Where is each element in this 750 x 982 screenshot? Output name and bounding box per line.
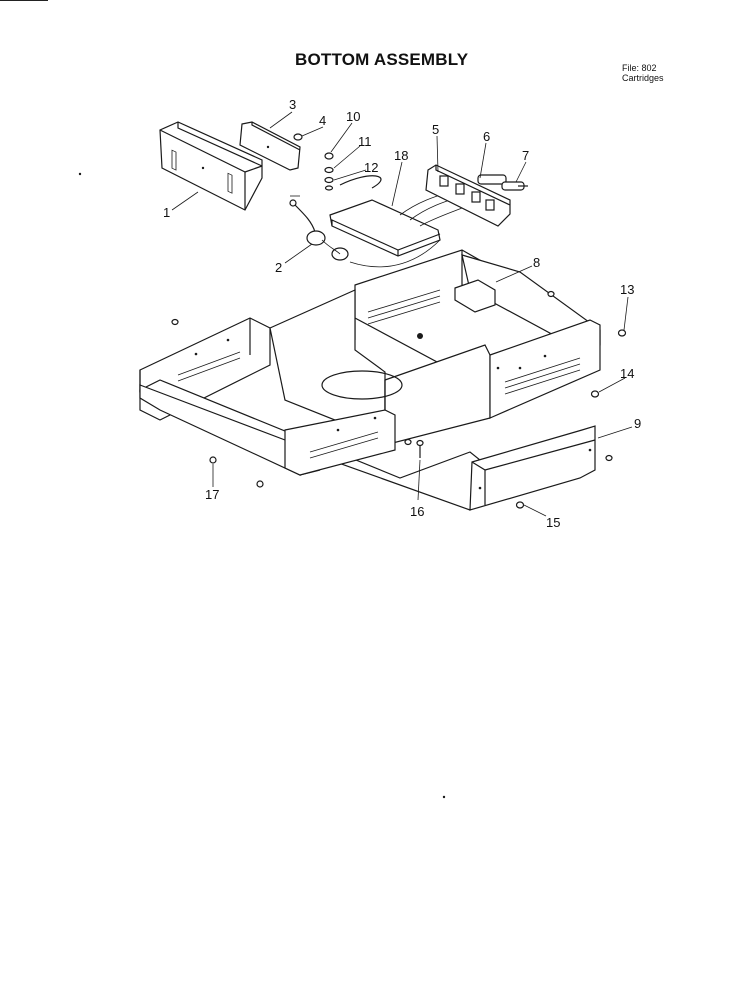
page-title: BOTTOM ASSEMBLY — [295, 50, 469, 69]
callout-6: 6 — [483, 129, 490, 144]
part-17-screw — [209, 456, 264, 488]
callout-17: 17 — [205, 487, 219, 502]
part-5-receptacle — [425, 164, 511, 227]
part-14-screw — [590, 390, 600, 398]
callout-10: 10 — [346, 109, 360, 124]
callout-5: 5 — [432, 122, 439, 137]
part-13-screw — [617, 329, 627, 337]
file-note: File: 802 Cartridges — [622, 63, 664, 83]
callout-4: 4 — [319, 113, 326, 128]
callout-11: 11 — [358, 134, 372, 149]
callout-8: 8 — [533, 255, 540, 270]
file-number: File: 802 — [622, 63, 657, 73]
callout-9: 9 — [634, 416, 641, 431]
part-7-plug — [501, 181, 528, 191]
top-edge-line — [0, 0, 48, 1]
callout-1: 1 — [163, 205, 170, 220]
callout-12: 12 — [364, 160, 378, 175]
callout-2: 2 — [275, 260, 282, 275]
part-12-washer — [324, 176, 334, 191]
file-category: Cartridges — [622, 73, 664, 83]
callout-7: 7 — [522, 148, 529, 163]
part-3-plate — [239, 121, 301, 171]
callout-15: 15 — [546, 515, 560, 530]
part-11-washer — [324, 166, 334, 174]
part-9-front-panel — [469, 425, 596, 511]
extra-screws — [78, 172, 613, 799]
leader-lines — [171, 111, 633, 517]
callout-14: 14 — [620, 366, 634, 381]
callout-3: 3 — [289, 97, 296, 112]
part-6-plug — [477, 174, 507, 185]
part-8-chassis — [139, 249, 601, 511]
callout-16: 16 — [410, 504, 424, 519]
part-10-nut — [324, 152, 334, 160]
callout-13: 13 — [620, 282, 634, 297]
callout-18: 18 — [394, 148, 408, 163]
part-4-screw — [293, 133, 303, 141]
part-16-screw — [404, 438, 424, 458]
part-15-screw — [515, 501, 525, 509]
part-2-connector — [289, 195, 349, 261]
part-1-bracket — [159, 121, 263, 211]
